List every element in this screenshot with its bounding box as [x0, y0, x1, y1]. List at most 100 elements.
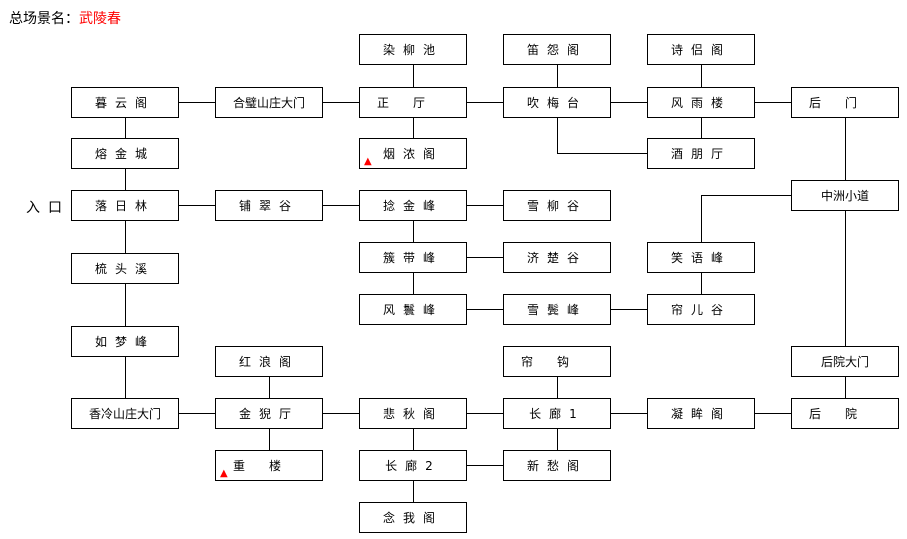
map-node-label: 凝眸阁 — [670, 406, 731, 421]
edge-segment — [467, 205, 503, 206]
edge-segment — [323, 205, 359, 206]
map-node-shilvge: 诗侣阁 — [647, 34, 755, 65]
edge-segment — [845, 118, 846, 180]
map-node-label: 念我阁 — [382, 510, 443, 525]
map-node-label: 雪柳谷 — [526, 198, 587, 213]
edge-segment — [125, 169, 126, 190]
edge-segment — [413, 429, 414, 450]
map-node-label: 后门 — [808, 95, 881, 110]
map-node-chuimeitai: 吹梅台 — [503, 87, 611, 118]
edge-segment — [125, 221, 126, 253]
map-node-label: 吹梅台 — [526, 95, 587, 110]
map-node-label: 合璧山庄大门 — [232, 95, 305, 110]
map-node-label: 香冷山庄大门 — [88, 406, 161, 421]
map-node-label: 簇带峰 — [382, 250, 443, 265]
edge-segment — [413, 221, 414, 242]
edge-segment — [557, 429, 558, 450]
map-node-label: 红浪阁 — [238, 354, 299, 369]
edge-segment — [701, 195, 791, 196]
map-node-jiupengting: 酒朋厅 — [647, 138, 755, 169]
map-node-label: 风雨楼 — [670, 95, 731, 110]
map-node-hebi-shanzhuang-damen: 合璧山庄大门 — [215, 87, 323, 118]
edge-segment — [845, 377, 846, 398]
edge-segment — [269, 429, 270, 450]
map-node-xiaoyufeng: 笑语峰 — [647, 242, 755, 273]
map-node-muyunge: 暮云阁 — [71, 87, 179, 118]
map-node-label: 熔金城 — [94, 146, 155, 161]
map-node-lianergu: 帘儿谷 — [647, 294, 755, 325]
map-node-rongjincheng: 熔金城 — [71, 138, 179, 169]
edge-segment — [557, 118, 558, 153]
map-node-label: 新愁阁 — [526, 458, 587, 473]
map-node-xinchouge: 新愁阁 — [503, 450, 611, 481]
map-node-label: 济楚谷 — [526, 250, 587, 265]
map-node-label: 后院 — [808, 406, 881, 421]
map-node-label: 诗侣阁 — [670, 42, 731, 57]
title-prefix: 总场景名： — [9, 11, 79, 27]
edge-segment — [611, 309, 647, 310]
map-node-label: 长廊2 — [385, 458, 441, 473]
edge-segment — [557, 377, 558, 398]
edge-segment — [467, 309, 503, 310]
map-node-zhengting: 正厅 — [359, 87, 467, 118]
map-node-jinniting: 金猊厅 — [215, 398, 323, 429]
map-node-label: 金猊厅 — [238, 406, 299, 421]
map-node-nianwoge: 念我阁 — [359, 502, 467, 533]
edge-segment — [125, 118, 126, 138]
map-node-luorilin: 落日林 — [71, 190, 179, 221]
edge-segment — [269, 377, 270, 398]
map-node-label: 捻金峰 — [382, 198, 443, 213]
map-node-changlang-1: 长廊1 — [503, 398, 611, 429]
map-node-liangou: 帘钩 — [503, 346, 611, 377]
edge-segment — [125, 357, 126, 398]
map-node-cudaifeng: 簇带峰 — [359, 242, 467, 273]
map-node-label: 酒朋厅 — [670, 146, 731, 161]
edge-segment — [413, 273, 414, 294]
map-node-fengyulou: 风雨楼 — [647, 87, 755, 118]
edge-segment — [611, 102, 647, 103]
edge-segment — [125, 284, 126, 326]
map-node-chonglou: ▲重楼 — [215, 450, 323, 481]
scene-name: 武陵春 — [79, 11, 121, 27]
edge-segment — [755, 413, 791, 414]
edge-segment — [179, 102, 215, 103]
map-node-houyuan-damen: 后院大门 — [791, 346, 899, 377]
map-node-label: 帘儿谷 — [670, 302, 731, 317]
edge-segment — [467, 257, 503, 258]
map-node-label: 长廊1 — [529, 406, 585, 421]
map-node-label: 后院大门 — [820, 354, 869, 369]
edge-segment — [701, 195, 702, 242]
map-node-nianjinfeng: 捻金峰 — [359, 190, 467, 221]
map-node-label: 梳头溪 — [94, 261, 155, 276]
map-node-label: 风鬟峰 — [382, 302, 443, 317]
map-node-shutouxi: 梳头溪 — [71, 253, 179, 284]
edge-segment — [323, 102, 359, 103]
edge-segment — [845, 211, 846, 346]
edge-segment — [557, 65, 558, 87]
red-triangle-marker: ▲ — [364, 156, 372, 167]
map-node-label: 染柳池 — [382, 42, 443, 57]
edge-segment — [557, 153, 647, 154]
map-node-label: 铺翠谷 — [238, 198, 299, 213]
edge-segment — [413, 481, 414, 502]
map-node-houmen: 后门 — [791, 87, 899, 118]
red-triangle-marker: ▲ — [220, 468, 228, 479]
edge-segment — [467, 465, 503, 466]
map-node-jichugu: 济楚谷 — [503, 242, 611, 273]
map-node-label: 悲秋阁 — [382, 406, 443, 421]
page-title: 总场景名：武陵春 — [9, 8, 121, 28]
map-node-xuebinfeng: 雪鬓峰 — [503, 294, 611, 325]
edge-segment — [179, 413, 215, 414]
edge-segment — [413, 118, 414, 138]
map-node-label: 落日林 — [94, 198, 155, 213]
map-node-label: 笑语峰 — [670, 250, 731, 265]
map-node-label: 正厅 — [376, 95, 449, 110]
map-node-changlang-2: 长廊2 — [359, 450, 467, 481]
map-node-label: 雪鬓峰 — [526, 302, 587, 317]
map-node-houyuan: 后院 — [791, 398, 899, 429]
map-node-ranliuchi: 染柳池 — [359, 34, 467, 65]
edge-segment — [323, 413, 359, 414]
map-node-label: 中洲小道 — [820, 188, 869, 203]
